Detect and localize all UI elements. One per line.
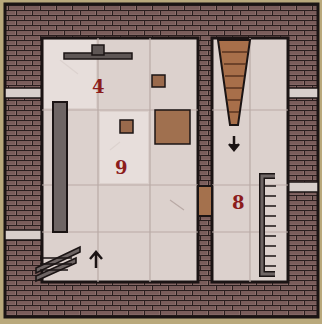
room-number: 8 xyxy=(232,194,245,212)
room-number: 9 xyxy=(115,159,128,177)
room-number: 4 xyxy=(92,78,105,96)
